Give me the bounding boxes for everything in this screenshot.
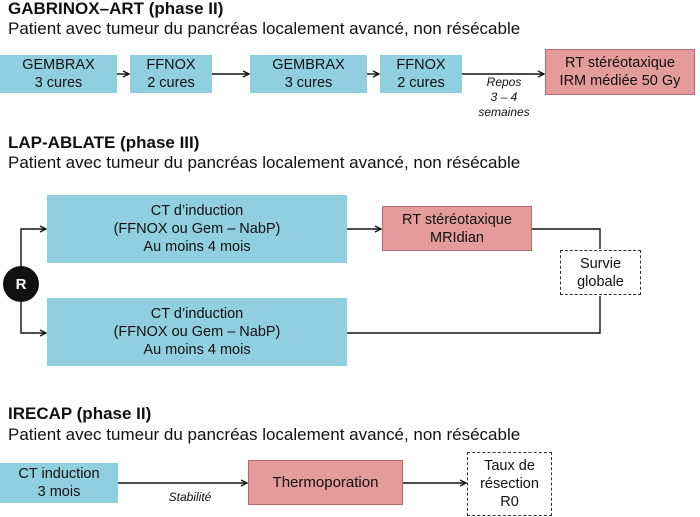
gabrinox-gembrax-box-1: GEMBRAX 3 cures [0, 55, 117, 93]
irecap-stability-note: Stabilité [168, 490, 212, 504]
lap-subtitle: Patient avec tumeur du pancréas localeme… [8, 153, 521, 172]
gabrinox-rest-note: Repos 3 – 4 semaines [466, 75, 542, 120]
lap-endpoint-box: Survie globale [560, 250, 641, 295]
gabrinox-gembrax-1-line1: GEMBRAX [22, 57, 95, 73]
irecap-endpoint-box: Taux de résection R0 [467, 452, 552, 516]
lap-arm2-line3: Au moins 4 mois [143, 342, 251, 358]
line-arm2-to-endpoint [347, 296, 601, 334]
lap-arm2-line1: CT d’induction [150, 306, 244, 322]
lap-endpoint-line2: globale [577, 273, 624, 290]
lap-arm1-ct-box: CT d’induction (FFNOX ou Gem – NabP) Au … [47, 195, 347, 263]
gabrinox-ffnox-1-line1: FFNOX [146, 57, 196, 73]
gabrinox-ffnox-box-2: FFNOX 2 cures [380, 55, 462, 93]
lap-arm1-line1: CT d’induction [150, 203, 244, 219]
gabrinox-rest-line3: semaines [478, 105, 530, 119]
line-rt-to-endpoint [532, 228, 601, 249]
lap-arm2-ct-box: CT d’induction (FFNOX ou Gem – NabP) Au … [47, 298, 347, 366]
gabrinox-rest-line2: 3 – 4 [490, 90, 518, 104]
gabrinox-title: GABRINOX–ART (phase II) [8, 0, 224, 18]
lap-rt-line1: RT stéréotaxique [402, 211, 512, 228]
irecap-subtitle: Patient avec tumeur du pancréas localeme… [8, 425, 521, 444]
irecap-endpoint-line1: Taux de [484, 458, 535, 474]
gabrinox-ffnox-2-line2: 2 cures [397, 75, 445, 91]
gabrinox-subtitle: Patient avec tumeur du pancréas localeme… [8, 19, 521, 38]
irecap-title: IRECAP (phase II) [8, 404, 152, 423]
lap-title: LAP-ABLATE (phase III) [8, 133, 200, 152]
gabrinox-rt-box: RT stéréotaxique IRM médiée 50 Gy [545, 49, 695, 95]
gabrinox-ffnox-box-1: FFNOX 2 cures [130, 55, 212, 93]
gabrinox-ffnox-1-line2: 2 cures [147, 75, 195, 91]
irecap-endpoint-line2: résection [480, 476, 539, 492]
irecap-ct-box: CT induction 3 mois [0, 463, 118, 503]
lap-arm2-line2: (FFNOX ou Gem – NabP) [113, 324, 281, 340]
gabrinox-gembrax-2-line2: 3 cures [284, 75, 333, 91]
lap-randomization-circle: R [3, 266, 39, 302]
lap-rt-line2: MRIdian [430, 229, 484, 246]
gabrinox-rest-line1: Repos [486, 75, 522, 89]
gabrinox-ffnox-2-line1: FFNOX [396, 57, 446, 73]
irecap-thermoporation-box: Thermoporation [248, 460, 403, 505]
irecap-ct-line1: CT induction [18, 466, 100, 482]
gabrinox-rt-line2: IRM médiée 50 Gy [559, 73, 681, 89]
gabrinox-gembrax-box-2: GEMBRAX 3 cures [250, 55, 367, 93]
gabrinox-gembrax-1-line2: 3 cures [34, 75, 83, 91]
arrow-randomization-to-arm2 [20, 302, 46, 333]
gabrinox-gembrax-2-line1: GEMBRAX [272, 57, 345, 73]
lap-endpoint-line1: Survie [579, 255, 622, 272]
irecap-ct-line2: 3 mois [37, 484, 81, 500]
gabrinox-rt-line1: RT stéréotaxique [565, 55, 675, 71]
lap-arm1-line3: Au moins 4 mois [143, 239, 251, 255]
lap-rt-box: RT stéréotaxique MRIdian [382, 206, 532, 251]
irecap-endpoint-line3: R0 [500, 494, 519, 510]
arrow-randomization-to-arm1 [20, 229, 46, 266]
lap-arm1-line2: (FFNOX ou Gem – NabP) [113, 221, 281, 237]
